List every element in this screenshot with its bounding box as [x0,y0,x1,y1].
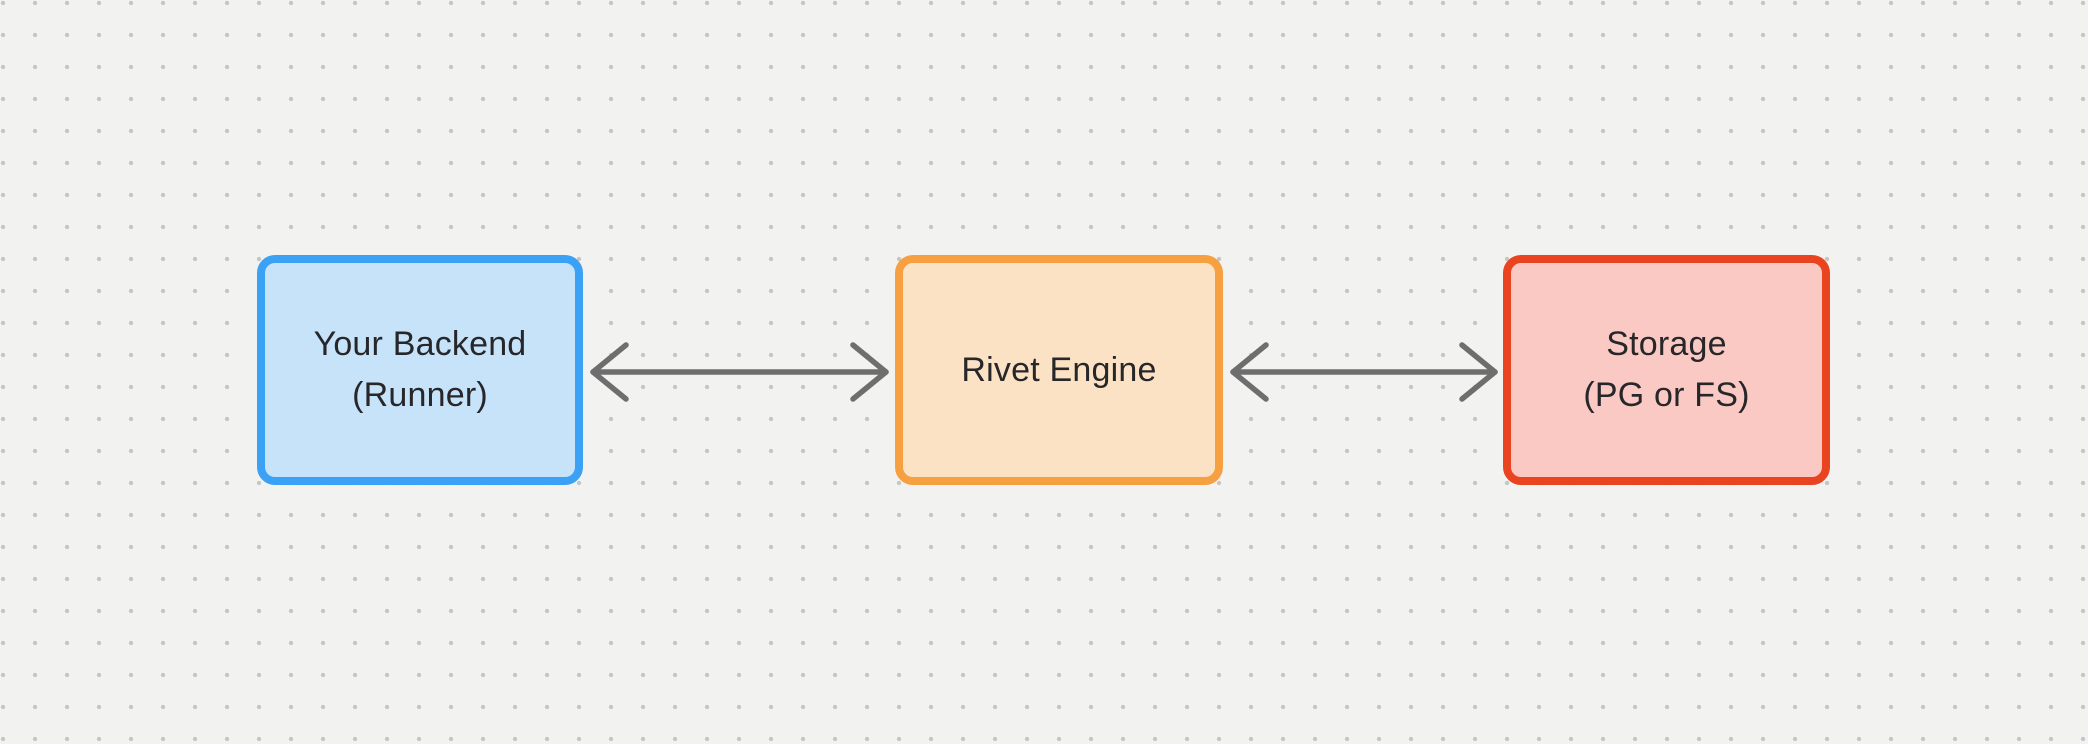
node-storage[interactable]: Storage (PG or FS) [1503,255,1830,485]
node-rivet-engine[interactable]: Rivet Engine [895,255,1223,485]
node-label-line: (PG or FS) [1583,376,1750,414]
node-your-backend-label: Your Backend (Runner) [314,319,527,421]
double-arrow-icon [590,342,889,402]
node-storage-label: Storage (PG or FS) [1583,319,1749,421]
node-rivet-engine-label: Rivet Engine [961,345,1156,396]
double-arrow-icon [1230,342,1498,402]
node-label-line: Your Backend [313,325,527,363]
node-label-line: Rivet Engine [961,350,1157,389]
node-label-line: (Runner) [352,376,488,414]
node-your-backend[interactable]: Your Backend (Runner) [257,255,583,485]
connector-backend-engine[interactable] [589,338,890,406]
connector-engine-storage[interactable] [1229,338,1499,406]
node-label-line: Storage [1606,325,1727,363]
